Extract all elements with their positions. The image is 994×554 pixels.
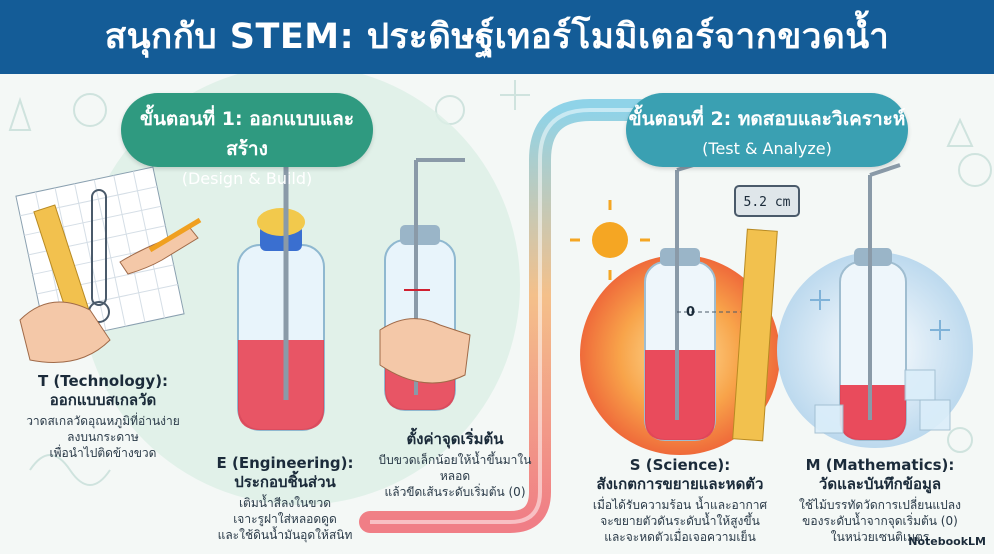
step1-label: ขั้นตอนที่ 1: ออกแบบและสร้าง (Design & B… [121, 93, 373, 188]
mathematics-body-3: ในหน่วยเซนติเมตร [830, 530, 930, 544]
engineering-subtitle: ประกอบชิ้นส่วน [234, 473, 336, 491]
bottle-engineering-icon [237, 157, 330, 431]
technology-body-1: วาดสเกลวัดอุณหภูมิที่อ่านง่าย [26, 414, 180, 428]
technology-title: T (Technology): [37, 372, 169, 390]
technology-body-3: เพื่อนำไปติดข้างขวด [49, 446, 157, 460]
start-point-body-2: แล้วขีดเส้นระดับเริ่มต้น (0) [384, 485, 526, 499]
start-point-body-1: บีบขวดเล็กน้อยให้น้ำขึ้นมาในหลอด [378, 453, 532, 483]
card-mathematics: M (Mathematics): วัดและบันทึกข้อมูล ใช้ไ… [780, 456, 980, 545]
step2-subtitle: (Test & Analyze) [702, 139, 832, 158]
technology-subtitle: ออกแบบสเกลวัด [49, 391, 157, 409]
page-title: สนุกกับ STEM: ประดิษฐ์เทอร์โมมิเตอร์จากข… [104, 17, 890, 57]
card-engineering: E (Engineering): ประกอบชิ้นส่วน เติมน้ำส… [200, 454, 370, 543]
watermark: NotebookLM [908, 535, 986, 548]
science-body-1: เมื่อได้รับความร้อน น้ำและอากาศ [592, 498, 768, 512]
scale-drawing-icon [15, 166, 202, 363]
step1-title: ขั้นตอนที่ 1: ออกแบบและสร้าง [139, 108, 355, 160]
step2-title: ขั้นตอนที่ 2: ทดสอบและวิเคราะห์ [628, 108, 906, 130]
card-technology: T (Technology): ออกแบบสเกลวัด วาดสเกลวัด… [8, 372, 198, 461]
header-bar: สนุกกับ STEM: ประดิษฐ์เทอร์โมมิเตอร์จากข… [0, 0, 994, 74]
background-doodles [8, 80, 992, 486]
illustration: 5.2 cm 0 [8, 74, 992, 533]
mathematics-body-2: ของระดับน้ำจากจุดเริ่มต้น (0) [802, 514, 958, 528]
mathematics-title: M (Mathematics): [805, 456, 955, 474]
mathematics-body-1: ใช้ไม้บรรทัดวัดการเปลี่ยนแปลง [798, 498, 961, 512]
science-body-3: และจะหดตัวเมื่อเจอความเย็น [604, 530, 756, 544]
engineering-body-3: และใช้ดินน้ำมันอุดให้สนิท [217, 528, 353, 542]
step2-label: ขั้นตอนที่ 2: ทดสอบและวิเคราะห์ (Test & … [626, 93, 908, 167]
technology-body-2: ลงบนกระดาษ [67, 430, 139, 444]
warm-bottle-icon [570, 158, 800, 455]
science-body-2: จะขยายตัวดันระดับน้ำให้สูงขึ้น [600, 514, 760, 528]
card-science: S (Science): สังเกตการขยายและหดตัว เมื่อ… [580, 456, 780, 545]
mathematics-subtitle: วัดและบันทึกข้อมูล [818, 475, 942, 493]
start-point-title: ตั้งค่าจุดเริ่มต้น [406, 430, 504, 448]
engineering-title: E (Engineering): [216, 454, 354, 472]
science-title: S (Science): [629, 456, 731, 474]
card-start-point: ตั้งค่าจุดเริ่มต้น บีบขวดเล็กน้อยให้น้ำข… [365, 430, 545, 500]
bottle-start-point-icon [379, 158, 471, 411]
zero-mark: 0 [686, 305, 695, 320]
cool-bottle-icon [777, 163, 973, 448]
measure-display: 5.2 cm [744, 195, 791, 210]
step1-subtitle: (Design & Build) [181, 169, 313, 188]
engineering-body-1: เติมน้ำสีลงในขวด [238, 496, 332, 510]
engineering-body-2: เจาะรูฝาใส่หลอดดูด [233, 512, 337, 526]
science-subtitle: สังเกตการขยายและหดตัว [596, 475, 764, 493]
